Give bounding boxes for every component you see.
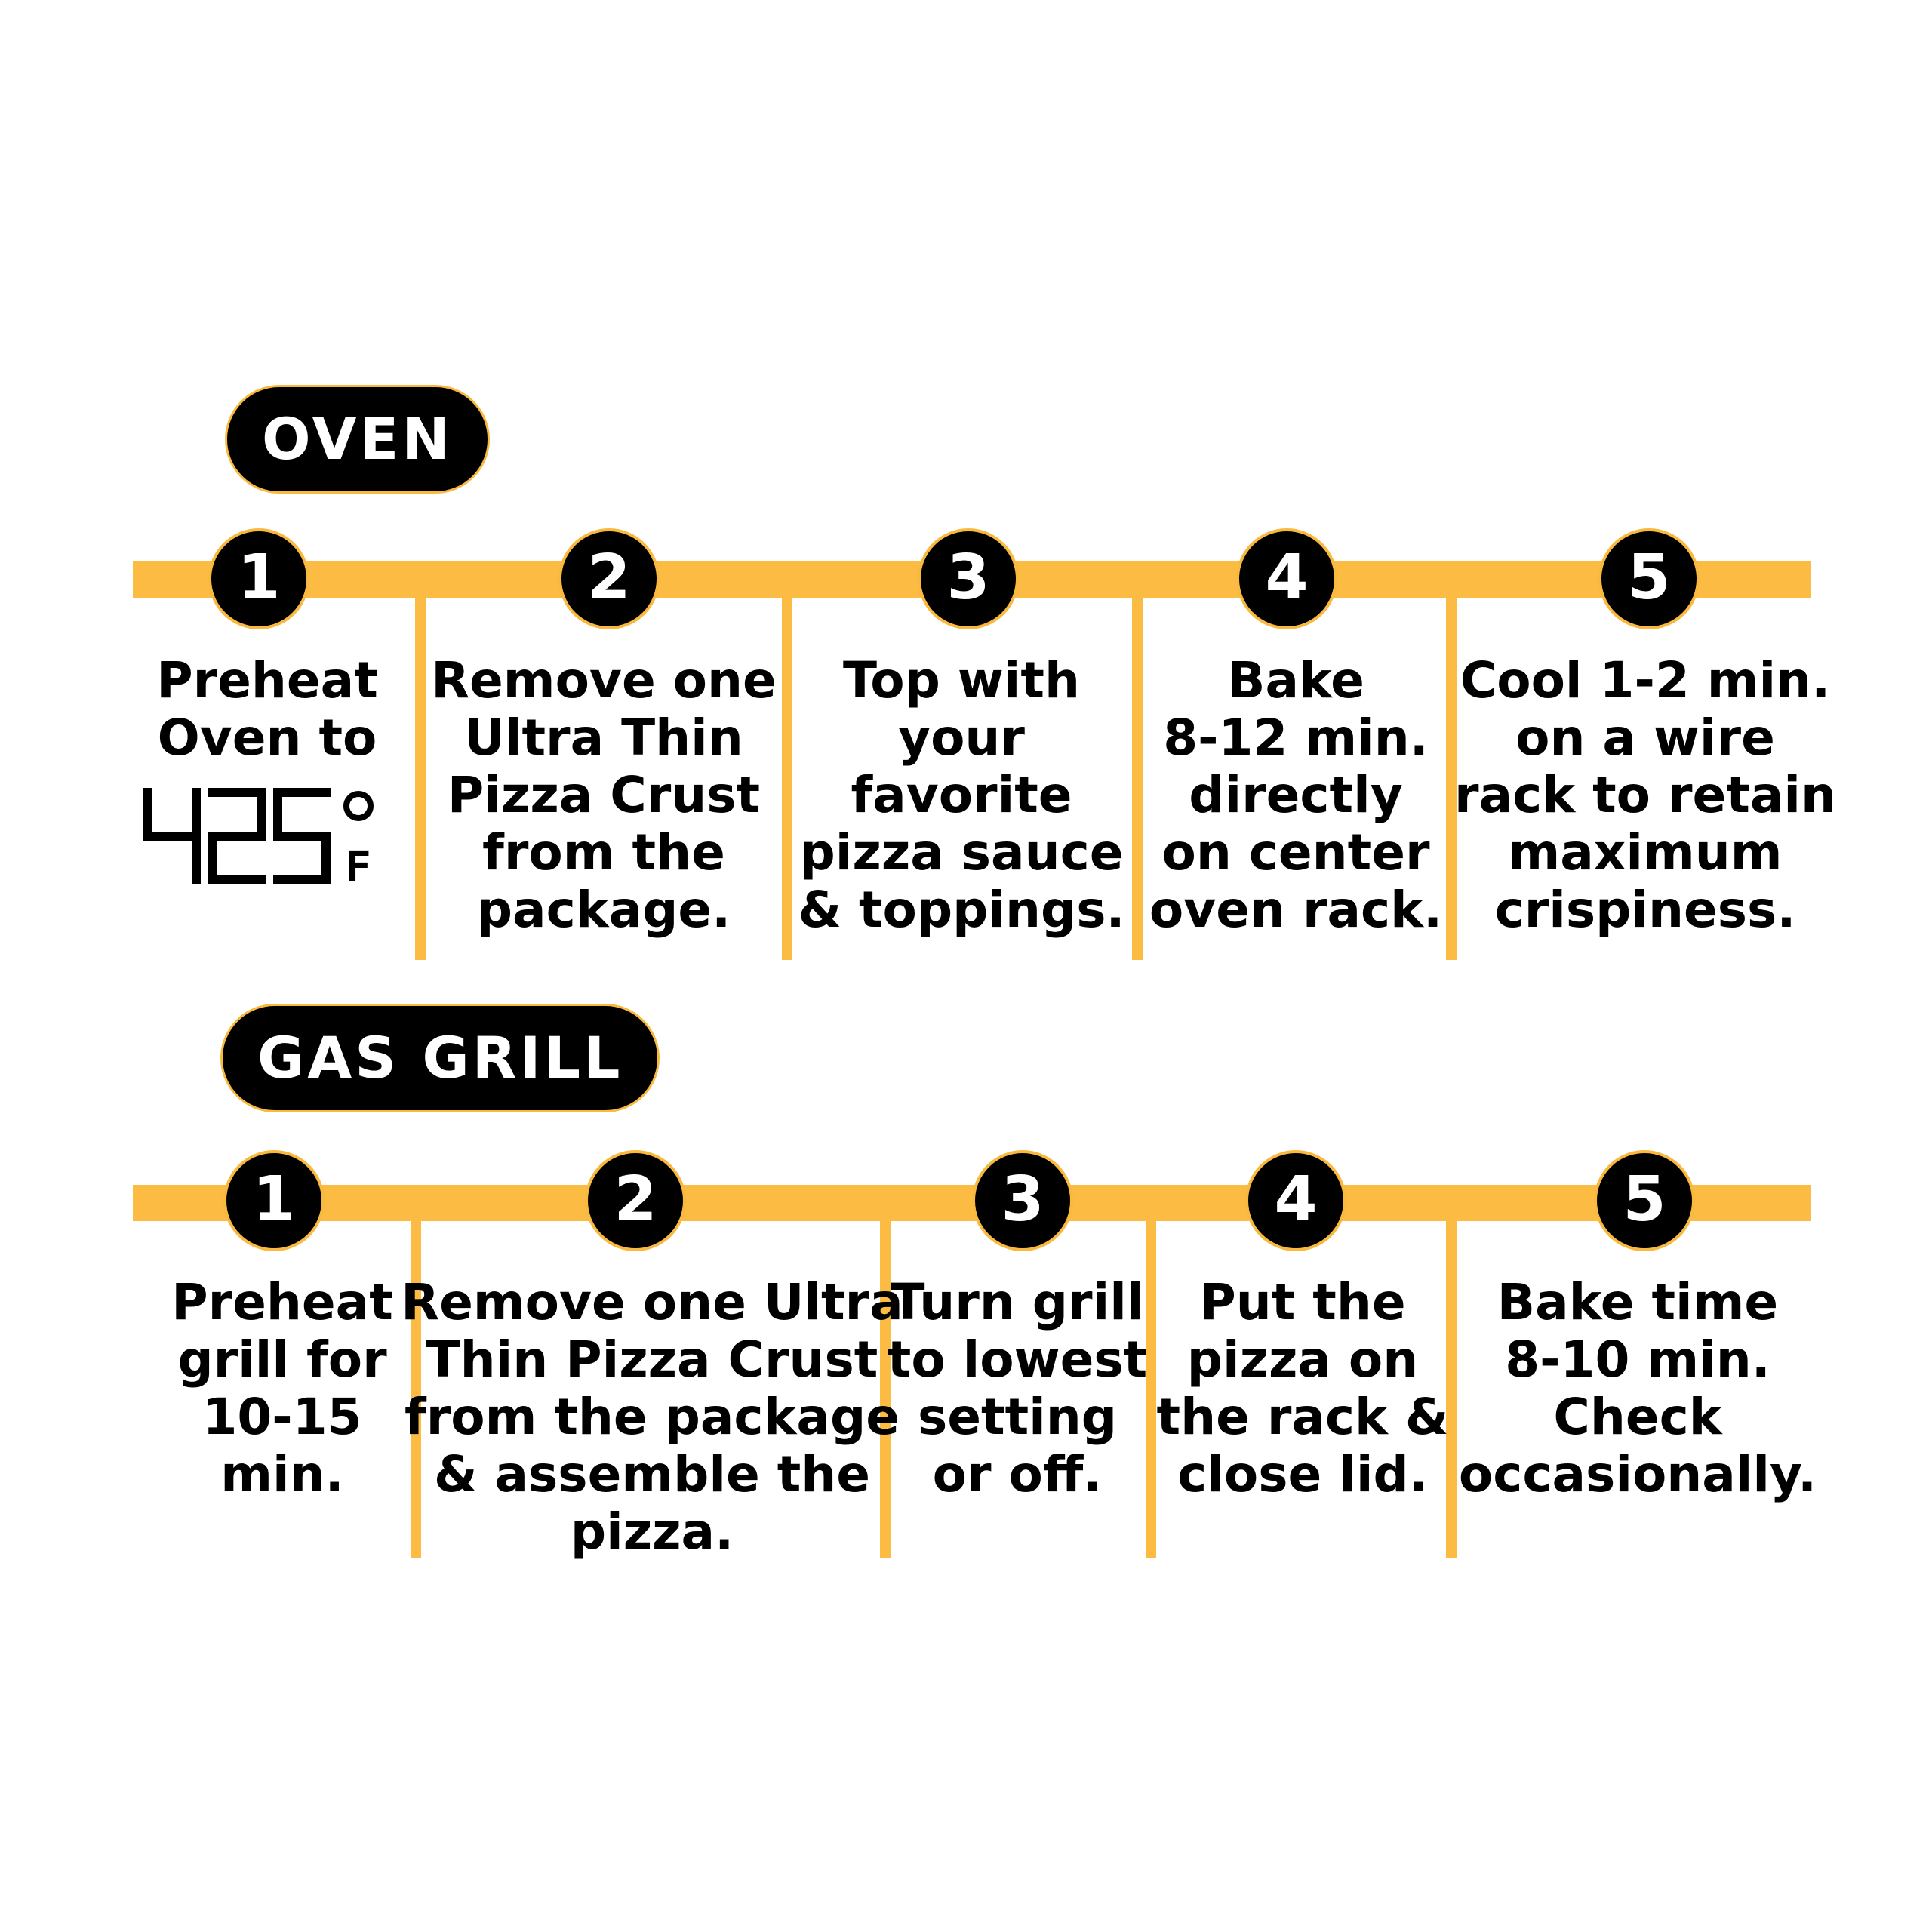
- text-line: oven rack.: [1149, 881, 1443, 939]
- text-line: pizza.: [570, 1503, 734, 1561]
- text-line: Turn grill: [891, 1273, 1144, 1331]
- text-line: Bake time: [1497, 1273, 1779, 1331]
- text-line: or off.: [932, 1445, 1103, 1503]
- temperature-display: F 425: [143, 785, 374, 891]
- text-line: favorite: [851, 766, 1072, 824]
- text-line: package.: [476, 881, 731, 939]
- text-line: 8-10 min.: [1505, 1331, 1770, 1389]
- text-line: Oven to: [157, 709, 377, 767]
- text-line: min.: [220, 1445, 344, 1503]
- grill-title-badge: GAS GRILL: [220, 1004, 660, 1112]
- text-line: setting: [918, 1388, 1117, 1446]
- text-line: Remove one Ultra: [401, 1273, 903, 1331]
- grill-step-5-number: 5: [1594, 1150, 1695, 1251]
- grill-step-3-number: 3: [972, 1150, 1073, 1251]
- grill-step-2-number: 2: [585, 1150, 686, 1251]
- text-line: your: [898, 709, 1025, 767]
- text-line: pizza on: [1186, 1331, 1419, 1389]
- grill-step-1-text: Preheat grill for 10-15 min.: [171, 1274, 393, 1503]
- temperature-unit: F: [346, 843, 371, 891]
- text-line: from the: [482, 823, 725, 881]
- text-line: & toppings.: [798, 881, 1125, 939]
- text-line: Top with: [843, 651, 1080, 709]
- grill-step-4-text: Put the pizza on the rack & close lid.: [1157, 1274, 1449, 1503]
- oven-step-5-text: Cool 1-2 min. on a wire rack to retain m…: [1454, 652, 1836, 939]
- text-line: 8-12 min.: [1163, 709, 1429, 767]
- oven-divider-1: [415, 598, 426, 960]
- oven-step-1-text: Preheat Oven to: [156, 652, 378, 767]
- oven-section: OVEN 1 2 3 4 5 Preheat Oven to Remove on…: [0, 385, 1932, 960]
- text-line: on center: [1161, 823, 1430, 881]
- grill-divider-4: [1446, 1221, 1457, 1558]
- text-line: Ultra Thin: [464, 709, 743, 767]
- text-line: from the package: [405, 1388, 900, 1446]
- oven-step-2-text: Remove one Ultra Thin Pizza Crust from t…: [431, 652, 777, 939]
- text-line: to lowest: [887, 1331, 1148, 1389]
- grill-section: GAS GRILL 1 2 3 4 5 Preheat grill for 10…: [0, 1004, 1932, 1577]
- oven-divider-3: [1132, 598, 1143, 960]
- text-line: Preheat: [171, 1273, 393, 1331]
- oven-title-badge: OVEN: [225, 385, 490, 494]
- text-line: directly: [1189, 766, 1403, 824]
- grill-divider-1: [411, 1221, 421, 1558]
- text-line: Remove one: [431, 651, 777, 709]
- grill-step-3-text: Turn grill to lowest setting or off.: [888, 1274, 1147, 1503]
- grill-step-2-text: Remove one Ultra Thin Pizza Crust from t…: [401, 1274, 903, 1561]
- degree-icon: [343, 791, 374, 821]
- text-line: Bake: [1227, 651, 1364, 709]
- text-line: crispiness.: [1494, 881, 1796, 939]
- text-line: on a wire: [1515, 709, 1775, 767]
- text-line: Check: [1553, 1388, 1722, 1446]
- text-line: rack to retain: [1454, 766, 1836, 824]
- text-line: Cool 1-2 min.: [1460, 651, 1831, 709]
- grill-step-1-number: 1: [223, 1150, 325, 1251]
- oven-step-2-number: 2: [558, 528, 660, 629]
- text-line: Thin Pizza Crust: [426, 1331, 878, 1389]
- text-line: & assemble the: [433, 1445, 871, 1503]
- text-line: close lid.: [1177, 1445, 1428, 1503]
- grill-step-4-number: 4: [1245, 1150, 1346, 1251]
- oven-divider-4: [1446, 598, 1457, 960]
- oven-step-1-number: 1: [208, 528, 309, 629]
- grill-divider-2: [880, 1221, 891, 1558]
- text-line: Preheat: [156, 651, 378, 709]
- grill-divider-3: [1146, 1221, 1156, 1558]
- text-line: the rack &: [1156, 1388, 1449, 1446]
- oven-step-3-text: Top with your favorite pizza sauce & top…: [798, 652, 1124, 939]
- text-line: pizza sauce: [799, 823, 1124, 881]
- text-line: Pizza Crust: [447, 766, 761, 824]
- oven-step-3-number: 3: [918, 528, 1019, 629]
- text-line: grill for: [177, 1331, 387, 1389]
- grill-step-5-text: Bake time 8-10 min. Check occasionally.: [1459, 1274, 1817, 1503]
- oven-step-5-number: 5: [1598, 528, 1700, 629]
- text-line: maximum: [1508, 823, 1783, 881]
- oven-step-4-number: 4: [1236, 528, 1337, 629]
- text-line: occasionally.: [1458, 1445, 1817, 1503]
- text-line: 10-15: [202, 1388, 362, 1446]
- oven-divider-2: [782, 598, 792, 960]
- oven-step-4-text: Bake 8-12 min. directly on center oven r…: [1149, 652, 1442, 939]
- temperature-value: 425: [143, 785, 145, 786]
- text-line: Put the: [1199, 1273, 1406, 1331]
